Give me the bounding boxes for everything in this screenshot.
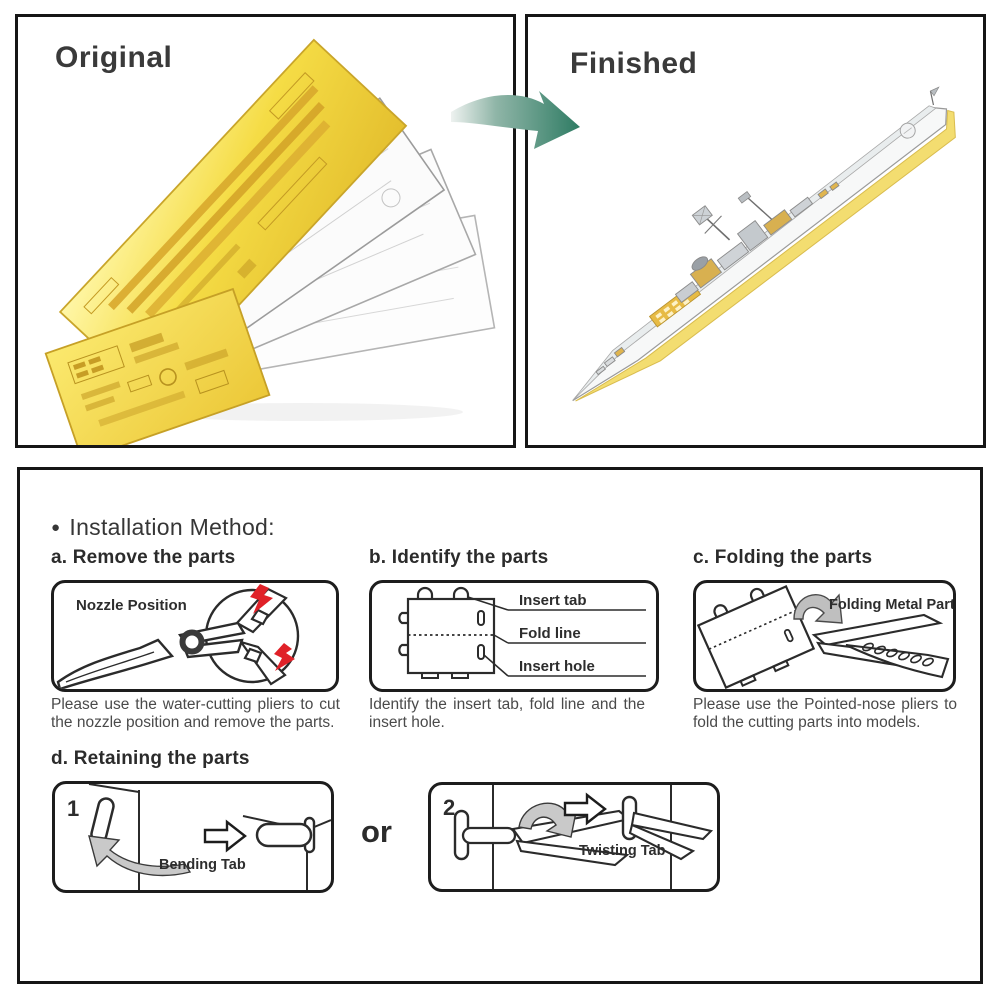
folding-metal-part-label: Folding Metal Part (829, 597, 953, 613)
part-identification-diagram: Insert tab Fold line Insert hole (398, 586, 646, 679)
bullet-icon: ● (51, 519, 61, 536)
twisting-tab-diagram: 2 Twisting Tab (443, 785, 714, 889)
fold-direction-arrow-icon (793, 593, 843, 624)
twisting-tab-diagram-box: 2 Twisting Tab (428, 782, 720, 892)
identify-parts-diagram-box: Insert tab Fold line Insert hole (369, 580, 659, 692)
cutting-pliers-diagram: Nozzle Position (56, 584, 300, 689)
installation-heading-text: Installation Method: (69, 514, 275, 540)
installation-heading: ● Installation Method: (51, 514, 275, 541)
installation-panel: ● Installation Method: a. Remove the part… (17, 467, 983, 984)
pliers-jaws-right (628, 811, 714, 861)
insert-hole-label: Insert hole (519, 658, 595, 675)
option-1-number: 1 (67, 796, 79, 821)
pliers-grip-texture (862, 642, 934, 667)
original-title: Original (55, 41, 173, 74)
original-panel: Original (15, 14, 516, 448)
or-separator: or (361, 814, 392, 849)
ship-masts (691, 86, 940, 241)
finished-panel: Finished (525, 14, 986, 448)
flattened-tab (255, 822, 313, 848)
fold-line-label: Fold line (519, 625, 581, 642)
step-a-caption: Please use the water-cutting pliers to c… (51, 696, 340, 731)
metal-part-outline (398, 586, 496, 679)
next-step-arrow-icon-2 (563, 792, 607, 826)
bend-direction-arrow-icon (88, 835, 192, 877)
ship-hull-side (572, 106, 948, 402)
metal-sheets-illustration (44, 38, 496, 445)
nozzle-sprue (235, 587, 288, 686)
step-c-title: c. Folding the parts (693, 547, 873, 568)
bending-tab-label: Bending Tab (159, 857, 246, 873)
bending-tab-diagram-box: 1 Bending Tab (52, 781, 334, 893)
water-cutting-pliers (56, 621, 246, 689)
folded-part (696, 584, 816, 689)
ship-superstructure (595, 181, 840, 376)
pointed-nose-pliers (811, 613, 950, 679)
leader-lines (467, 596, 646, 677)
folding-pliers-diagram: Folding Metal Part (696, 584, 953, 689)
gold-sheet-small (44, 287, 271, 445)
battleship-illustration (572, 86, 956, 402)
insert-tab-label: Insert tab (519, 592, 587, 609)
tab-through-slot (461, 826, 517, 845)
step-b-title: b. Identify the parts (369, 547, 549, 568)
transform-arrow-icon (451, 91, 580, 149)
step-c-caption: Please use the Pointed-nose pliers to fo… (693, 696, 957, 731)
ship-helipad (899, 122, 916, 139)
remove-parts-diagram-box: Nozzle Position (51, 580, 339, 692)
folding-parts-diagram-box: Folding Metal Part (693, 580, 956, 692)
next-step-arrow-icon (203, 819, 247, 853)
twisting-tab-label: Twisting Tab (579, 843, 666, 859)
option-2-number: 2 (443, 795, 455, 820)
finished-title: Finished (570, 47, 698, 80)
step-b-caption: Identify the insert tab, fold line and t… (369, 696, 645, 731)
bending-tab-diagram: 1 Bending Tab (67, 784, 331, 890)
step-a-title: a. Remove the parts (51, 547, 236, 568)
cut-spark-icons (250, 584, 295, 671)
twist-direction-arrow-icon (518, 802, 578, 838)
step-d-title: d. Retaining the parts (51, 748, 250, 769)
nozzle-position-label: Nozzle Position (76, 597, 187, 614)
ship-hull-bottom (575, 109, 956, 402)
